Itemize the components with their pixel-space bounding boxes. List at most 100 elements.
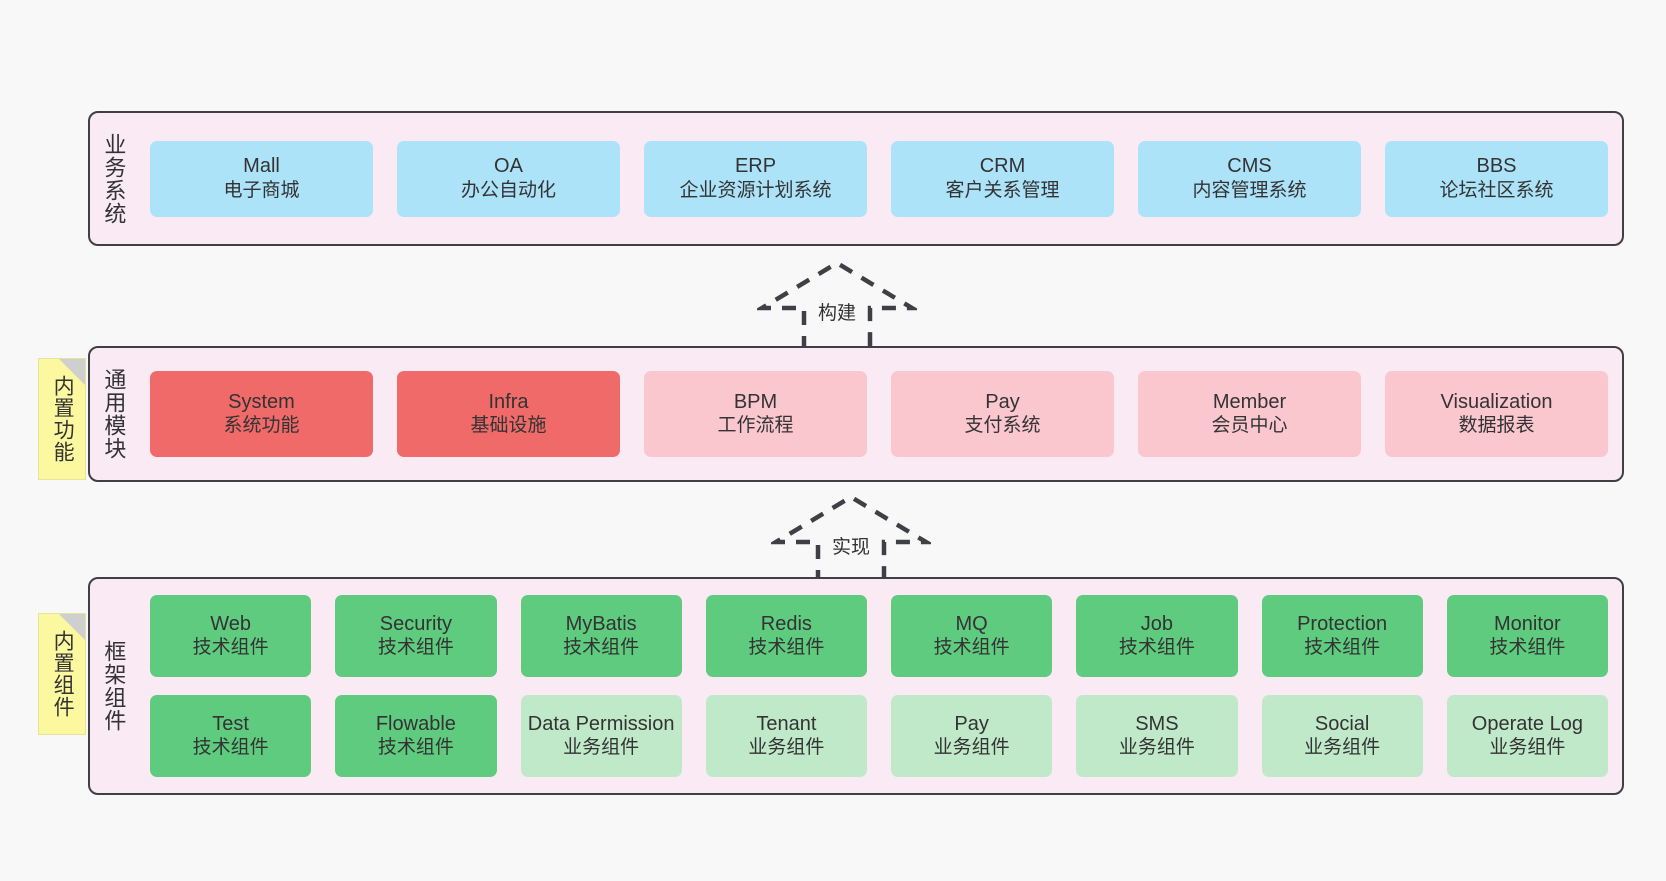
node-label-cn: 技术组件 — [748, 637, 825, 659]
note-fold-icon — [59, 359, 85, 385]
layer-framework-component: 框架组件 Web 技术组件 Security 技术组件 MyBatis 技术组件… — [88, 577, 1624, 795]
node-label-en: CMS — [1227, 155, 1272, 178]
dashed-hollow-arrow-up-icon — [757, 260, 917, 350]
node-bbs[interactable]: BBS 论坛社区系统 — [1385, 140, 1608, 217]
node-label-en: Protection — [1297, 612, 1388, 635]
node-tenant[interactable]: Tenant 业务组件 — [705, 695, 867, 777]
node-erp[interactable]: ERP 企业资源计划系统 — [644, 140, 867, 217]
node-row: Test 技术组件 Flowable 技术组件 Data Permission … — [150, 695, 1608, 777]
node-label-en: Test — [212, 712, 249, 735]
node-label-en: Member — [1212, 390, 1287, 413]
node-label-en: Flowable — [375, 712, 456, 735]
dashed-hollow-arrow-up-icon — [771, 494, 931, 584]
node-label-en: CRM — [979, 155, 1026, 178]
node-label-en: Monitor — [1494, 612, 1561, 635]
node-label-cn: 客户关系管理 — [945, 179, 1060, 201]
node-label-en: Visualization — [1440, 390, 1553, 413]
node-cms[interactable]: CMS 内容管理系统 — [1138, 140, 1361, 217]
node-label-en: MQ — [955, 612, 988, 635]
node-label-cn: 业务组件 — [563, 737, 640, 759]
node-social[interactable]: Social 业务组件 — [1261, 695, 1423, 777]
node-operate-log[interactable]: Operate Log 业务组件 — [1446, 695, 1608, 777]
layer-common-module: 通用模块 System 系统功能 Infra 基础设施 BPM 工作流程 Pay… — [88, 346, 1624, 482]
node-infra[interactable]: Infra 基础设施 — [397, 371, 620, 457]
node-row: Web 技术组件 Security 技术组件 MyBatis 技术组件 Redi… — [150, 595, 1608, 677]
node-oa[interactable]: OA 办公自动化 — [397, 140, 620, 217]
layer-body-business: Mall 电子商城 OA 办公自动化 ERP 企业资源计划系统 CRM 客户关系… — [136, 113, 1622, 244]
node-label-cn: 技术组件 — [1304, 637, 1381, 659]
node-label-cn: 电子商城 — [223, 179, 300, 201]
node-mybatis[interactable]: MyBatis 技术组件 — [520, 595, 682, 677]
node-mq[interactable]: MQ 技术组件 — [891, 595, 1053, 677]
note-builtin-function: 内置功能 — [38, 358, 86, 480]
node-label-cn: 办公自动化 — [460, 179, 556, 201]
node-label-en: Job — [1140, 612, 1173, 635]
node-label-cn: 业务组件 — [1118, 737, 1195, 759]
node-label-en: Security — [379, 612, 452, 635]
node-label-cn: 技术组件 — [377, 637, 454, 659]
note-label: 内置组件 — [51, 630, 75, 718]
node-row: System 系统功能 Infra 基础设施 BPM 工作流程 Pay 支付系统… — [150, 371, 1608, 457]
connector-implement: 实现 — [771, 492, 931, 584]
node-label-en: Infra — [488, 390, 529, 413]
node-label-en: BBS — [1476, 155, 1517, 178]
node-label-en: System — [228, 390, 295, 413]
node-label-cn: 技术组件 — [563, 637, 640, 659]
node-label-en: Operate Log — [1471, 712, 1583, 735]
node-label-en: Mall — [243, 155, 280, 178]
node-label-en: Redis — [760, 612, 812, 635]
node-protection[interactable]: Protection 技术组件 — [1261, 595, 1423, 677]
node-label-cn: 业务组件 — [1304, 737, 1381, 759]
node-label-en: BPM — [733, 390, 778, 413]
node-row: Mall 电子商城 OA 办公自动化 ERP 企业资源计划系统 CRM 客户关系… — [150, 140, 1608, 217]
node-pay-component[interactable]: Pay 业务组件 — [891, 695, 1053, 777]
node-visualization[interactable]: Visualization 数据报表 — [1385, 371, 1608, 457]
node-label-cn: 论坛社区系统 — [1439, 179, 1554, 201]
node-label-cn: 企业资源计划系统 — [679, 179, 832, 201]
node-label-cn: 业务组件 — [748, 737, 825, 759]
node-label-cn: 会员中心 — [1211, 415, 1288, 437]
node-label-cn: 基础设施 — [470, 415, 547, 437]
node-label-cn: 技术组件 — [1118, 637, 1195, 659]
node-label-en: ERP — [734, 155, 777, 178]
node-label-en: Data Permission — [527, 712, 675, 735]
node-data-permission[interactable]: Data Permission 业务组件 — [520, 695, 682, 777]
node-label-cn: 技术组件 — [377, 737, 454, 759]
node-job[interactable]: Job 技术组件 — [1076, 595, 1238, 677]
node-monitor[interactable]: Monitor 技术组件 — [1446, 595, 1608, 677]
node-label-en: OA — [494, 155, 523, 178]
node-label-cn: 系统功能 — [223, 415, 300, 437]
layer-title-framework: 框架组件 — [101, 640, 127, 732]
node-label-cn: 工作流程 — [717, 415, 794, 437]
layer-title-business: 业务系统 — [101, 132, 127, 225]
node-member[interactable]: Member 会员中心 — [1138, 371, 1361, 457]
layer-business-system: 业务系统 Mall 电子商城 OA 办公自动化 ERP 企业资源计划系统 CRM… — [88, 111, 1624, 246]
connector-build: 构建 — [757, 258, 917, 350]
node-pay-module[interactable]: Pay 支付系统 — [891, 371, 1114, 457]
node-label-cn: 技术组件 — [192, 637, 269, 659]
node-label-cn: 技术组件 — [192, 737, 269, 759]
node-system[interactable]: System 系统功能 — [150, 371, 373, 457]
node-label-cn: 支付系统 — [964, 415, 1041, 437]
node-security[interactable]: Security 技术组件 — [335, 595, 497, 677]
node-bpm[interactable]: BPM 工作流程 — [644, 371, 867, 457]
node-label-cn: 数据报表 — [1458, 415, 1535, 437]
node-label-en: Web — [210, 612, 251, 635]
node-label-cn: 内容管理系统 — [1192, 179, 1307, 201]
node-flowable[interactable]: Flowable 技术组件 — [335, 695, 497, 777]
layer-body-module: System 系统功能 Infra 基础设施 BPM 工作流程 Pay 支付系统… — [136, 348, 1622, 480]
note-builtin-component: 内置组件 — [38, 613, 86, 735]
node-label-cn: 技术组件 — [1489, 637, 1566, 659]
node-sms[interactable]: SMS 业务组件 — [1076, 695, 1238, 777]
node-test[interactable]: Test 技术组件 — [150, 695, 312, 777]
connector-label-build: 构建 — [817, 303, 856, 324]
node-label-en: Pay — [954, 712, 989, 735]
node-label-cn: 技术组件 — [933, 637, 1010, 659]
node-redis[interactable]: Redis 技术组件 — [705, 595, 867, 677]
node-mall[interactable]: Mall 电子商城 — [150, 140, 373, 217]
node-crm[interactable]: CRM 客户关系管理 — [891, 140, 1114, 217]
node-label-cn: 业务组件 — [1489, 737, 1566, 759]
connector-label-implement: 实现 — [831, 537, 870, 558]
node-web[interactable]: Web 技术组件 — [150, 595, 312, 677]
note-fold-icon — [59, 614, 85, 640]
